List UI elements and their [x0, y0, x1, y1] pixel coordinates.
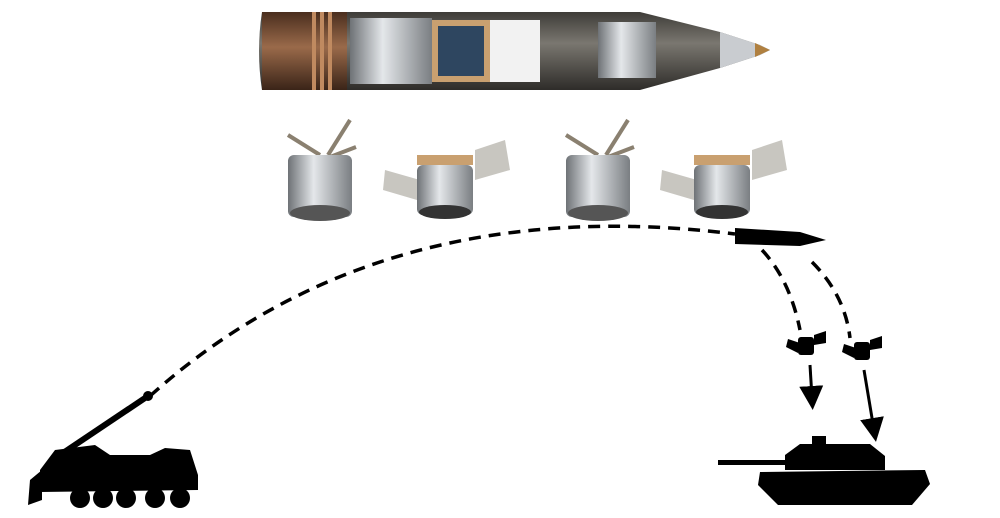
trajectory-path	[148, 224, 736, 398]
arrow-down-icon	[860, 369, 884, 442]
submunition-icon	[660, 140, 787, 219]
descending-submunition-icon	[842, 336, 882, 360]
shell-silhouette-icon	[735, 228, 826, 246]
submunition-icon	[564, 118, 635, 221]
artillery-shell-cutaway-icon	[259, 12, 770, 90]
arrow-down-icon	[799, 364, 824, 410]
dispersal-path-1	[760, 248, 802, 331]
submunition-icon	[286, 118, 357, 221]
descending-submunition-icon	[786, 331, 826, 355]
howitzer-silhouette-icon	[28, 391, 198, 508]
submunition-icon	[383, 140, 510, 219]
dispersal-path-2	[810, 260, 852, 339]
tank-silhouette-icon	[718, 436, 930, 505]
